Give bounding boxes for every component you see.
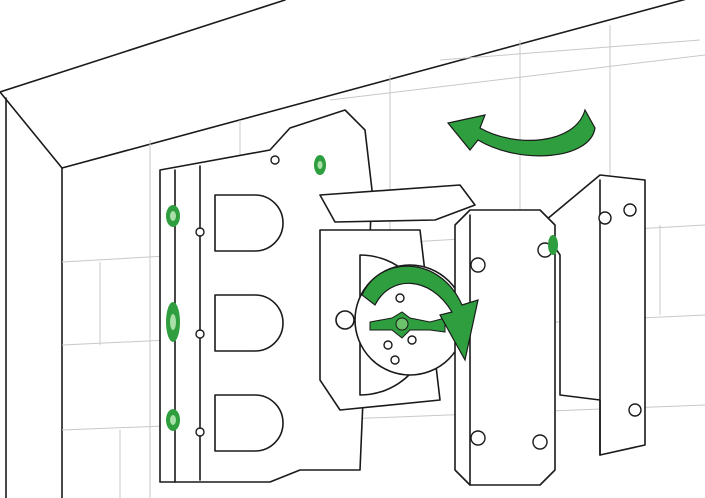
hex-bolt: [335, 310, 355, 330]
rotate-arrow-horizontal-icon: [446, 108, 596, 157]
rotate-arrow-vertical-icon: [361, 265, 479, 362]
screw-highlights: [166, 155, 326, 431]
slot-top: [214, 194, 284, 252]
slot-middle: [214, 294, 284, 352]
device-plate: [454, 174, 646, 486]
wing-nut-icon: [369, 311, 446, 339]
slot-bottom: [214, 394, 284, 452]
screw-highlight-icon: [548, 235, 558, 255]
